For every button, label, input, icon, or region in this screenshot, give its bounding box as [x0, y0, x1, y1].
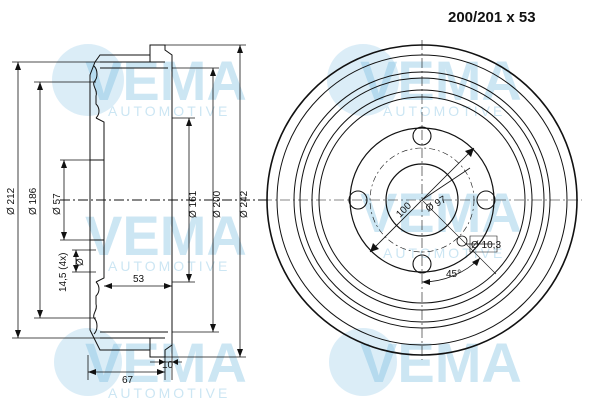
drum-front-view: [262, 40, 582, 360]
watermark-brand-text: VEMA: [85, 204, 247, 267]
bolt-hole: [476, 190, 496, 210]
watermark-logo-bottom-right: VEMA: [329, 328, 522, 396]
angle-ref-line: [421, 199, 497, 275]
watermark-group: VEMA AUTOMOTIVE VEMA AUTOMOTIVE VEMA AUT…: [52, 44, 522, 400]
stud-hole-marker: [456, 235, 468, 247]
front-hub-circle: [349, 127, 495, 273]
dim-label-212: Ø 212: [6, 187, 17, 215]
dim-label-161: Ø 161: [188, 190, 199, 218]
watermark-brand-text: VEMA: [85, 49, 247, 112]
dim-label-stud: Ø 10,3: [471, 240, 501, 251]
watermark-logo-mid-left: VEMA AUTOMOTIVE: [85, 204, 247, 274]
watermark-logo-top-right: VEMA AUTOMOTIVE: [327, 44, 522, 119]
dim-label-53: 53: [133, 274, 145, 285]
drum-bottom-flange: [100, 331, 168, 357]
watermark-brand-text: VEMA: [360, 181, 522, 244]
watermark-sub-text: AUTOMOTIVE: [108, 258, 230, 274]
front-arrowheads: [370, 148, 480, 285]
horizontal-arrowheads: [88, 283, 178, 375]
vertical-dimensions: [12, 44, 246, 358]
front-center-bore: [385, 163, 459, 237]
dim-label-67: 67: [122, 375, 134, 386]
dim-label-10: 10: [162, 360, 174, 371]
watermark-sub-text: AUTOMOTIVE: [383, 103, 505, 119]
dim-label-hole-diameter: Ø: [75, 258, 86, 266]
bore-leader: [421, 167, 471, 201]
vertical-arrowheads: [15, 45, 243, 357]
dim-label-200: Ø 200: [212, 190, 223, 218]
bolt-hole: [412, 254, 432, 274]
watermark-sub-text: AUTOMOTIVE: [383, 245, 505, 261]
horizontal-dimensions: [87, 285, 182, 380]
watermark-brand-text: VEMA: [85, 331, 247, 394]
watermark-sub-text: AUTOMOTIVE: [108, 385, 230, 400]
part-size-title: 200/201 x 53: [448, 9, 536, 26]
dim-label-angle: 45°: [446, 269, 461, 280]
dim-label-hole-count: 14,5 (4x): [58, 253, 69, 292]
dim-label-242: Ø 242: [239, 190, 250, 218]
drum-bottom-rim: [93, 281, 100, 335]
watermark-sub-text: AUTOMOTIVE: [108, 103, 230, 119]
drum-top-flange: [100, 45, 168, 69]
watermark-logo-bottom-left: VEMA AUTOMOTIVE: [54, 328, 247, 400]
stud-callout-box: [469, 235, 498, 253]
dim-label-186: Ø 186: [28, 187, 39, 215]
dim-label-57: Ø 57: [52, 193, 63, 215]
watermark-brand-text: VEMA: [360, 331, 522, 394]
drum-top-rim: [93, 65, 100, 119]
